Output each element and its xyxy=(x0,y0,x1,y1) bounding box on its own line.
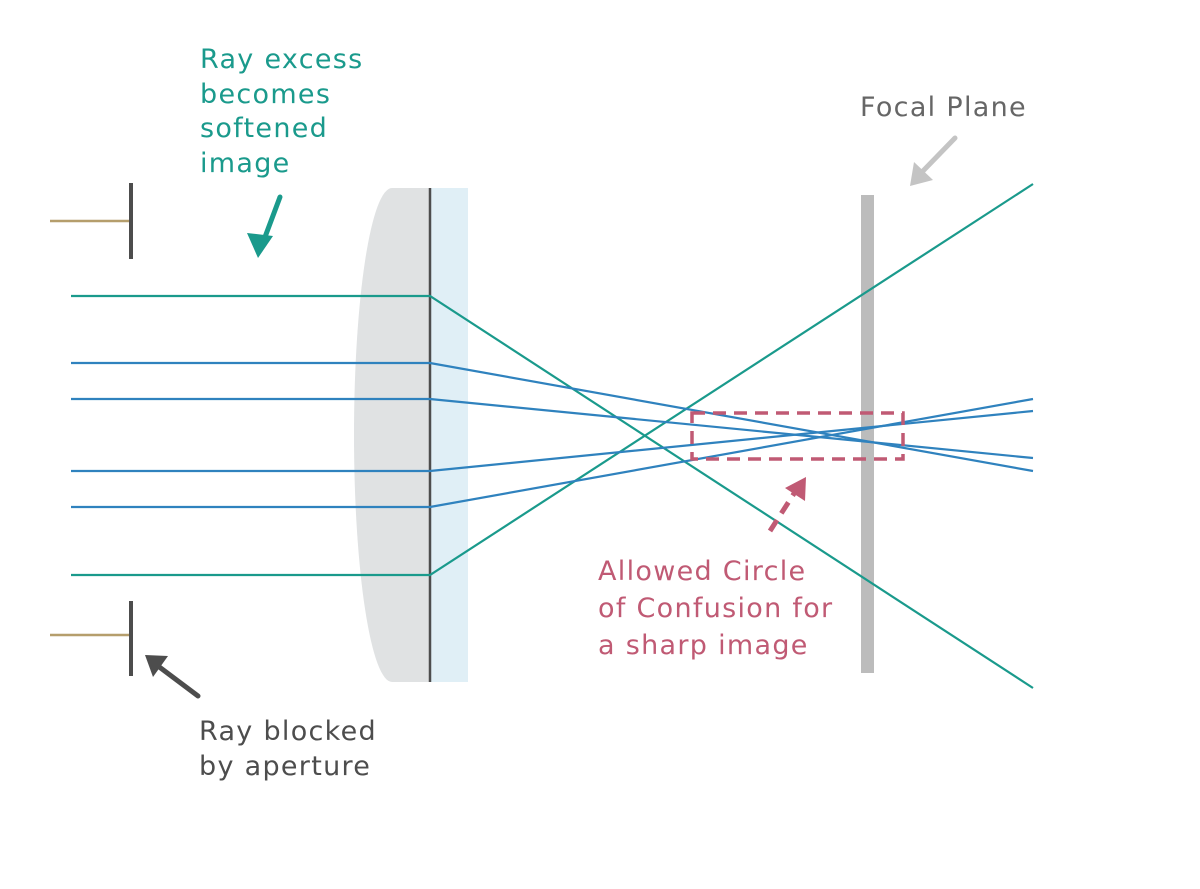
focal-plane xyxy=(861,195,874,673)
arrow-ray-blocked-head xyxy=(145,655,168,677)
arrow-ray-blocked xyxy=(145,655,201,699)
circle-of-confusion-box xyxy=(690,411,905,461)
circle-of-confusion-label: Allowed Circle of Confusion for a sharp … xyxy=(598,553,833,664)
ray-excess-line-1: Ray excess xyxy=(200,44,364,75)
aperture-top xyxy=(50,183,133,259)
blue-ray-2 xyxy=(71,397,1034,460)
arrow-coc-head xyxy=(785,477,806,501)
blue-ray-3 xyxy=(71,409,1034,473)
blue-ray-1 xyxy=(71,361,1034,473)
blue-ray-4 xyxy=(71,397,1034,509)
coc-line-2: of Confusion for xyxy=(598,593,834,624)
light-rays xyxy=(71,183,1034,689)
ray-blocked-line-1: Ray blocked xyxy=(199,716,378,747)
teal-ray-bottom xyxy=(71,183,1034,577)
ray-blocked-line-2: by aperture xyxy=(199,750,372,782)
arrow-focal-plane-shaft xyxy=(919,135,958,175)
ray-excess-line-4: image xyxy=(200,147,291,179)
aperture-bottom xyxy=(50,601,133,676)
arrow-ray-excess xyxy=(247,194,283,258)
arrow-coc-shaft xyxy=(767,490,798,533)
lens xyxy=(354,188,468,682)
focal-plane-label: Focal Plane xyxy=(860,91,1027,126)
arrow-focal-plane-head xyxy=(910,162,933,186)
arrow-focal-plane xyxy=(910,135,958,186)
arrow-ray-excess-head xyxy=(247,233,273,258)
arrow-ray-blocked-shaft xyxy=(155,663,201,699)
ray-excess-label: Ray excess becomes softened image xyxy=(200,43,364,181)
focal-plane-text: Focal Plane xyxy=(860,92,1027,123)
coc-line-3: a sharp image xyxy=(598,630,809,661)
arrow-circle-of-confusion xyxy=(767,477,806,533)
teal-ray-top xyxy=(71,294,1034,689)
lens-body xyxy=(354,188,430,682)
ray-excess-line-3: softened xyxy=(200,113,329,144)
ray-blocked-label: Ray blocked by aperture xyxy=(199,715,377,784)
coc-line-1: Allowed Circle xyxy=(598,556,807,587)
ray-excess-line-2: becomes xyxy=(200,78,332,110)
